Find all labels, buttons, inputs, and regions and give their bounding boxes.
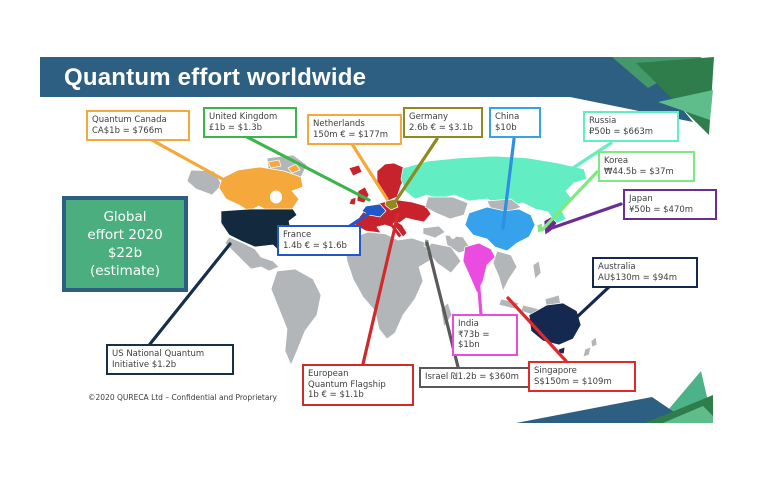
world-map [186,154,598,366]
map-region-philippines [532,260,542,280]
map-region-central-asia [424,196,469,220]
map-region-ireland [348,196,357,206]
map-black-sea [425,221,437,227]
title-banner [40,57,693,122]
deco-top-right-dark-triangle [636,57,714,135]
leader-line-canada [148,137,237,188]
map-country-india [462,242,496,294]
map-hudson-bay [270,190,282,204]
map-region-africa [344,231,436,340]
map-country-china [464,206,536,252]
map-country-canada-island [287,163,301,174]
deco-bottom-right-light-triangle [663,406,713,423]
global-effort-box: Global effort 2020 $22b (estimate) [62,196,188,292]
leader-line-australia [558,284,612,335]
leader-line-netherlands [350,142,389,201]
global-effort-line: Global [103,208,147,225]
leader-line-united-kingdom [245,135,371,202]
leader-lines-group [148,135,623,369]
map-region-south-america [270,268,322,366]
deco-top-right-light-band [658,90,713,120]
leader-line-european-quantum-flagship [361,212,400,366]
map-region-alaska [186,169,223,196]
map-region-arabia [426,242,462,274]
leader-line-germany [391,137,439,207]
map-country-canada [218,166,304,214]
leader-line-singapore [506,296,568,363]
map-country-canada-island2 [267,159,282,169]
map-region-indochina [492,250,518,292]
copyright-text: ©2020 QURECA Ltd – Confidential and Prop… [88,393,277,402]
map-caspian-sea [449,227,457,239]
global-effort-line: (estimate) [90,262,160,279]
leader-line-korea [540,170,599,232]
leader-line-us-national-quantum-initiative [148,242,232,346]
page-title: Quantum effort worldwide [64,64,367,91]
map-region-turkey [422,225,446,239]
map-region-mexico-central-america [224,236,280,272]
map-region-new-zealand-north [590,336,598,348]
leader-line-china [501,137,516,230]
map-region-new-zealand-south [582,346,592,358]
deco-bottom-right-blue-mountain [516,397,683,423]
leader-line-russia [539,141,613,191]
leader-line-india [475,264,483,316]
map-region-iceland [348,164,363,177]
global-effort-line: $22b [107,244,143,261]
leader-line-japan [547,202,623,231]
global-effort-line: effort 2020 [87,226,163,243]
